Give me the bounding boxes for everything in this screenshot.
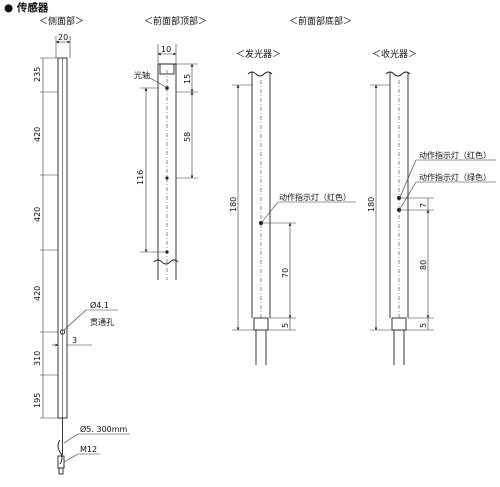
break-line-top: [153, 259, 179, 265]
top-dim-58: 58: [183, 132, 192, 142]
top-dim-15: 15: [183, 74, 192, 84]
section-side-label: ＜侧面部＞: [39, 15, 84, 27]
drawing-title: ● 传感器: [4, 1, 49, 14]
emitter-indicator-label: 动作指示灯（红色）: [279, 192, 351, 202]
side-view: 20 235 420 420 420 310 195 Ø4.1 贯通孔: [33, 33, 130, 475]
section-front-top-label: ＜前面部顶部＞: [144, 15, 207, 27]
break-line-emitter: [247, 71, 273, 77]
receiver-dim-5: 5: [419, 323, 428, 328]
optical-axis-point: [165, 86, 169, 90]
break-line-receiver: [385, 71, 411, 77]
connector-label: M12: [80, 445, 97, 454]
hole-note-label: 贯通孔: [90, 317, 114, 327]
receiver-base-cap: [391, 317, 407, 331]
offset-dim: 3: [72, 336, 77, 345]
side-segment-ticks: [40, 57, 58, 419]
side-seg-3: 420: [33, 207, 42, 222]
receiver-dim-7: 7: [419, 203, 428, 208]
section-emitter-label: ＜发光器＞: [236, 48, 281, 60]
side-seg-4: 420: [33, 286, 42, 301]
section-receiver-label: ＜收光器＞: [372, 48, 417, 60]
receiver-dim-80: 80: [419, 260, 428, 270]
top-width-dim: 10: [161, 45, 171, 54]
top-dim-116: 116: [136, 170, 145, 185]
section-front-bottom-label: ＜前面部底部＞: [289, 15, 352, 27]
side-width-dim: 20: [58, 33, 68, 42]
receiver-indicator-red-label: 动作指示灯（红色）: [419, 150, 491, 160]
receiver-indicator-green-label: 动作指示灯（绿色）: [419, 172, 491, 182]
side-seg-5: 310: [33, 351, 42, 366]
emitter-dim-70: 70: [281, 268, 290, 278]
emitter-dim-5: 5: [281, 323, 290, 328]
receiver-dim-180: 180: [367, 197, 376, 212]
optical-axis-label: 光轴: [134, 70, 150, 80]
cable-label: Ø5. 300mm: [80, 424, 128, 434]
side-seg-2: 420: [33, 127, 42, 142]
receiver-view: 180 动作指示灯（红色） 动作指示灯（绿色） 7 80 5: [367, 71, 496, 365]
emitter-dim-180: 180: [229, 197, 238, 212]
front-top-view: 10 光轴 15 58 116: [134, 44, 198, 280]
emitter-view: 180 动作指示灯（红色） 70 5: [229, 71, 356, 365]
side-seg-6: 195: [33, 393, 42, 408]
cable-side: [57, 439, 63, 465]
emitter-base-cap: [253, 317, 269, 331]
side-seg-1: 235: [33, 67, 42, 82]
through-hole: [59, 329, 66, 335]
hole-diameter-label: Ø4.1: [90, 300, 109, 310]
